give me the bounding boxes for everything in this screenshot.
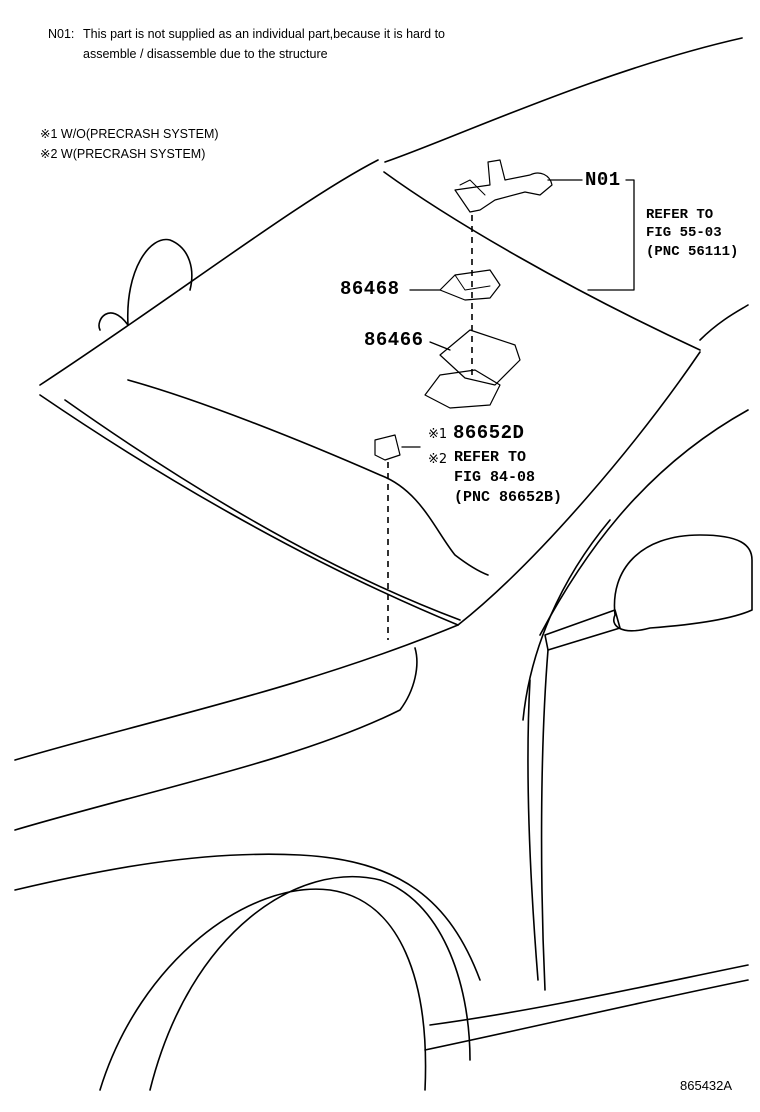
windshield-lower-edge bbox=[39, 394, 459, 626]
wheel-arch-inner bbox=[99, 888, 427, 1091]
mirror-base bbox=[544, 609, 621, 651]
refer1-line-2: FIG 55-03 bbox=[646, 225, 722, 241]
refer1-line-3: (PNC 56111) bbox=[646, 244, 739, 260]
roof-line bbox=[384, 37, 743, 163]
figure-id: 865432A bbox=[680, 1078, 733, 1093]
dash-contour bbox=[127, 379, 489, 576]
part-86466-lower bbox=[424, 369, 501, 409]
body-lower bbox=[424, 979, 749, 1051]
hood-crease bbox=[14, 647, 418, 831]
fender-line bbox=[14, 853, 481, 981]
part-n01-wire bbox=[459, 179, 486, 196]
refer2-line-1: REFER TO bbox=[454, 449, 527, 466]
door-line-2 bbox=[540, 649, 549, 991]
interior-shape-2 bbox=[98, 312, 129, 331]
callout-n01: N01 bbox=[585, 169, 621, 191]
refer2-line-2: FIG 84-08 bbox=[454, 469, 536, 486]
note-line-1: This part is not supplied as an individu… bbox=[83, 27, 446, 41]
windshield-upper-trim bbox=[383, 171, 701, 351]
note-line-2: assemble / disassemble due to the struct… bbox=[83, 47, 328, 61]
part-86468-detail bbox=[454, 274, 491, 291]
mark-2: ※2 bbox=[428, 452, 448, 467]
a-pillar-front bbox=[699, 304, 749, 341]
part-86466-shape bbox=[439, 329, 521, 386]
wheel-arch-outer bbox=[149, 875, 471, 1091]
refer-bracket bbox=[587, 179, 635, 291]
part-n01-bracket bbox=[454, 159, 553, 213]
callout-86466: 86466 bbox=[364, 329, 424, 351]
hood-edge bbox=[14, 624, 459, 761]
leader-86466 bbox=[429, 341, 451, 351]
door-line bbox=[527, 679, 539, 981]
callout-86468: 86468 bbox=[340, 278, 400, 300]
wiper-cowl-line bbox=[64, 399, 461, 621]
note-code: N01: bbox=[48, 27, 75, 41]
callout-86652d: 86652D bbox=[453, 422, 525, 444]
windshield-right-edge bbox=[457, 351, 701, 626]
body-lower-2 bbox=[429, 964, 749, 1026]
legend-item-1: ※1 W/O(PRECRASH SYSTEM) bbox=[40, 127, 219, 141]
part-86468-shape bbox=[439, 269, 501, 301]
part-86652d-shape bbox=[374, 434, 401, 461]
side-mirror bbox=[613, 534, 753, 632]
mark-1: ※1 bbox=[428, 427, 448, 442]
windshield-top-edge bbox=[39, 159, 379, 386]
legend-item-2: ※2 W(PRECRASH SYSTEM) bbox=[40, 147, 206, 161]
a-pillar-line bbox=[539, 409, 749, 636]
interior-shape bbox=[127, 238, 193, 326]
a-pillar-inner bbox=[522, 519, 611, 721]
refer2-line-3: (PNC 86652B) bbox=[454, 489, 563, 506]
refer1-line-1: REFER TO bbox=[646, 207, 714, 223]
